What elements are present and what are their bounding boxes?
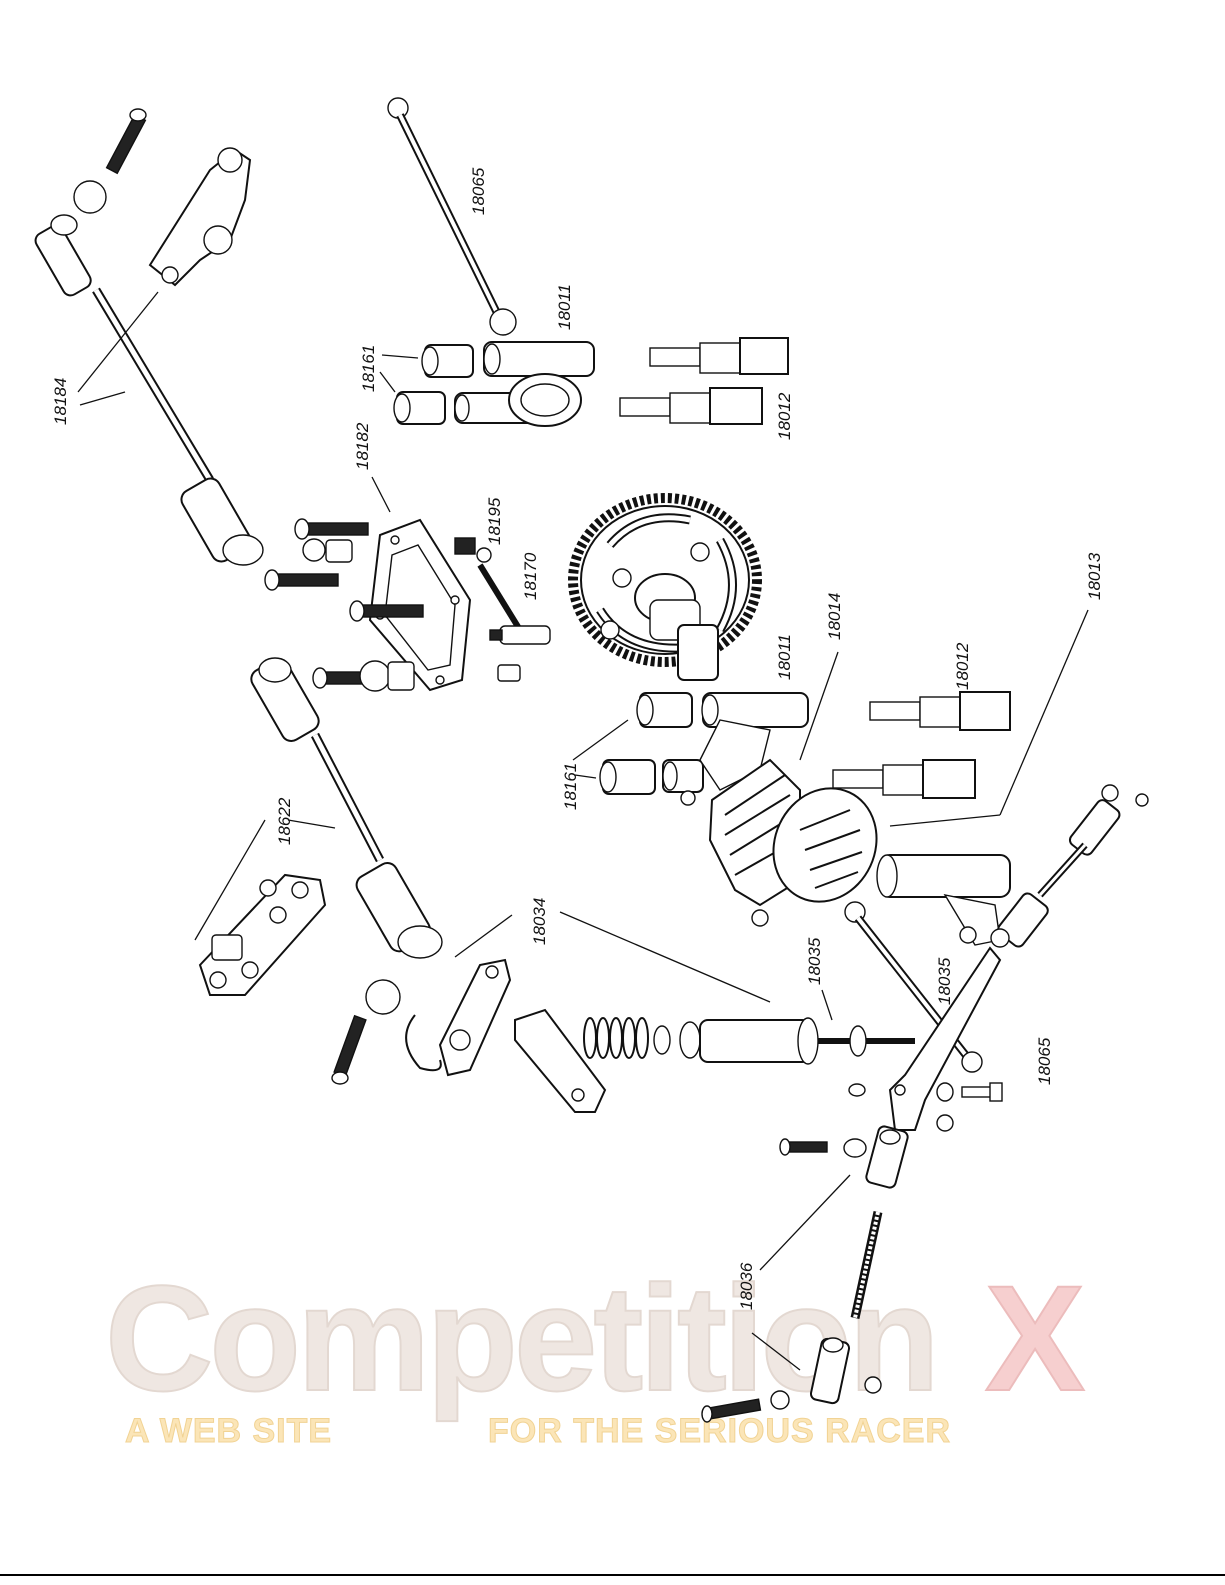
e-clip: [406, 1015, 441, 1070]
shock-18035: [515, 1010, 915, 1112]
watermark-tagline-left: A WEB SITE: [125, 1412, 332, 1450]
label-18065-top: 18065: [469, 167, 488, 215]
label-18184: 18184: [51, 378, 70, 425]
label-18065-lower: 18065: [1035, 1037, 1054, 1085]
hub-carrier-18011-top: [455, 342, 594, 426]
screw-top-left: [107, 109, 146, 173]
rod-end-18036-upper: [865, 1125, 909, 1189]
label-18012-top: 18012: [775, 392, 794, 440]
label-18011-center: 18011: [775, 634, 794, 680]
axle-pins-18012-center: [833, 692, 1010, 798]
spur-gear: [573, 498, 757, 680]
label-18195: 18195: [485, 497, 504, 545]
label-18036: 18036: [737, 1262, 756, 1310]
label-18622: 18622: [275, 797, 294, 845]
driveshaft-top-18065: [388, 98, 516, 335]
bottom-rule: [0, 1574, 1225, 1576]
label-18161-top: 18161: [359, 345, 378, 392]
label-18011-top: 18011: [555, 284, 574, 330]
label-18012-center: 18012: [953, 642, 972, 690]
label-18014: 18014: [825, 593, 844, 640]
label-18035-left: 18035: [805, 937, 824, 985]
label-18161-center: 18161: [561, 763, 580, 810]
label-18034: 18034: [530, 898, 549, 945]
label-18182: 18182: [353, 422, 372, 470]
steering-bellcrank-top: [150, 148, 250, 285]
label-18170: 18170: [521, 552, 540, 600]
servo-saver-bracket: [200, 875, 325, 995]
steering-link-right: [991, 785, 1148, 949]
ball-stud-top: [74, 181, 106, 213]
label-18013: 18013: [1085, 552, 1104, 600]
watermark-brand-x: X: [985, 1254, 1085, 1422]
label-18035-right: 18035: [935, 957, 954, 1005]
watermark: Competition X A WEB SITE FOR THE SERIOUS…: [105, 1254, 1085, 1450]
servo-horn-18034: [440, 960, 510, 1075]
upright-knuckle: [877, 855, 1010, 945]
ball-stud-lower: [366, 980, 400, 1014]
axle-pins-18012-top: [620, 338, 788, 424]
screw-lower-left: [332, 1016, 366, 1084]
